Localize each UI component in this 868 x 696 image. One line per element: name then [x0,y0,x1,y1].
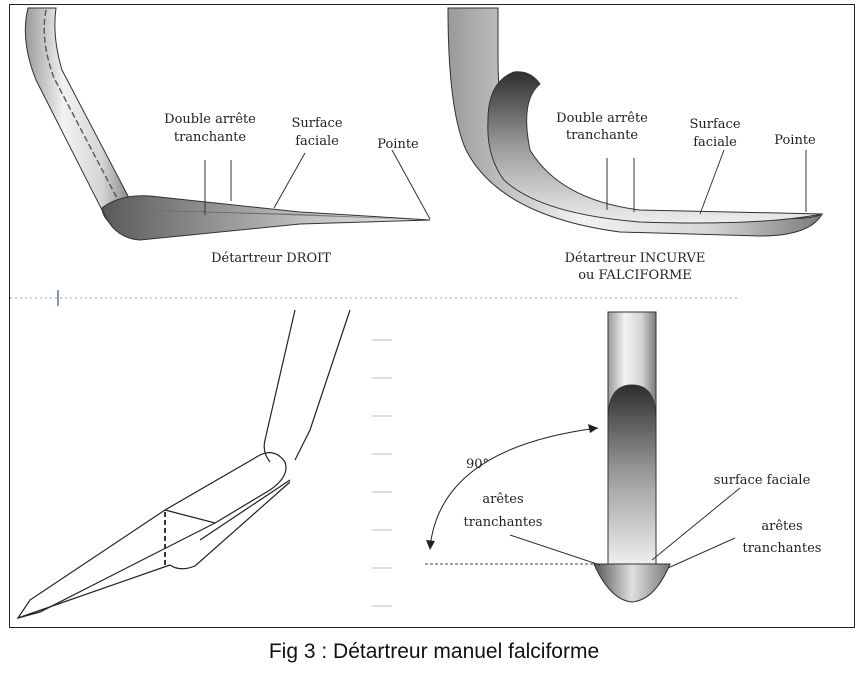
cross-section-drawing [425,311,741,603]
surface-label: surface faciale [714,473,811,488]
separator-line [10,290,740,306]
curved-double-edge-label-2: tranchante [566,128,639,143]
straight-surface-label-2: faciale [295,134,339,149]
curved-scaler-drawing [447,7,824,237]
blade-outline-drawing [16,309,351,620]
edges-right-label-1: arêtes [761,519,802,534]
figure-caption: Fig 3 : Détartreur manuel falciforme [268,640,600,663]
straight-tip-label: Pointe [377,137,419,152]
curved-surface-label-2: faciale [693,135,737,150]
edges-left-label-2: tranchantes [464,515,543,530]
straight-double-edge-label-1: Double arrête [164,112,256,127]
straight-scaler-drawing [24,7,431,241]
straight-scaler-title: Détartreur DROIT [211,251,331,266]
ruler-ticks [372,339,392,607]
curved-surface-label-1: Surface [689,117,740,132]
straight-double-edge-label-2: tranchante [174,130,247,145]
straight-surface-label-1: Surface [291,116,342,131]
edges-right-label-2: tranchantes [743,541,822,556]
curved-scaler-title-1: Détartreur INCURVE [565,251,706,266]
edges-left-label-1: arêtes [482,492,523,507]
figure-frame [9,4,855,628]
curved-tip-label: Pointe [774,133,816,148]
curved-scaler-title-2: ou FALCIFORME [578,268,692,283]
angle-label: 90° [466,457,489,472]
curved-double-edge-label-1: Double arrête [556,111,648,126]
